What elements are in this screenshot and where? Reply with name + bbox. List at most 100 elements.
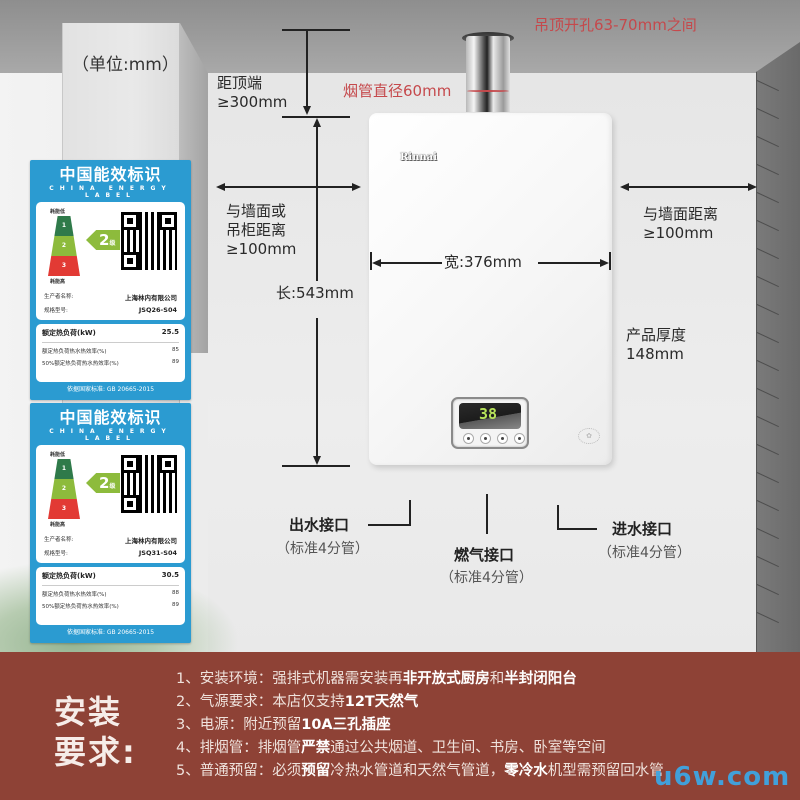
energy-label-1: 中国能效标识 CHINA ENERGY LABEL 耗能低 1 2 3 耗能高 … [30,160,191,400]
right-side-wall [756,42,800,652]
energy-label-specs: 额定热负荷(kW)30.5 额定热负荷热水热效率(%)88 50%额定热负荷热水… [36,567,185,625]
half-efficiency-row: 50%额定热负荷热水热效率(%) 89 [42,359,179,367]
req-text: 4、排烟管：排烟管 [176,740,302,756]
level-2: 2 [51,236,77,256]
left-clearance-line [224,186,352,188]
energy-label-2: 中国能效标识 CHINA ENERGY LABEL 耗能低 1 2 3 耗能高 … [30,403,191,643]
gas-inlet-sub: （标准4分管） [440,570,533,586]
req-bold: 非开放式厨房 [402,671,490,687]
arrow-right-icon [748,183,757,191]
req-text: 5、普通预留：必须 [176,763,302,779]
req-text: 通过公共烟道、卫生间、书房、卧室等空间 [330,740,606,756]
rated-load-value: 25.5 [161,328,179,336]
level-1: 1 [54,216,74,236]
down-button [497,433,508,444]
thickness-line2: 148mm [626,345,684,363]
temperature-display: 38 [459,403,521,429]
arrow-up-icon [313,118,321,127]
manufacturer-value: 上海林内有限公司 [125,294,177,302]
grade-indicator: 2级 [86,230,120,250]
up-button [480,433,491,444]
thickness-line1: 产品厚度 [626,326,687,344]
right-clearance-label: 与墙面距离 ≥100mm [643,205,718,243]
top-clearance-label: 距顶端 ≥300mm [217,74,287,112]
right-clearance-line [628,186,748,188]
grade-indicator: 2级 [86,473,120,493]
low-consumption-label: 耗能低 [50,209,66,215]
model-value: JSQ26-S04 [138,306,177,314]
requirements-list: 1、安装环境：强排式机器需安装再非开放式厨房和半封闭阳台 2、气源要求：本店仅支… [176,668,664,783]
left-clearance-label: 与墙面或 吊柜距离 ≥100mm [226,202,296,259]
req-bold: 10A三孔插座 [301,717,391,733]
dim-line [306,30,308,108]
efficiency-label: 额定热负荷热水热效率(%) [42,592,107,598]
dim-tick [609,252,611,270]
right-clearance-line2: ≥100mm [643,224,714,242]
flue-pipe [466,36,510,112]
req-bold: 预留 [301,763,331,779]
left-clearance-line3: ≥100mm [226,240,297,258]
installation-scene: （单位:mm） 吊顶开孔63-70mm之间 烟管直径60mm Rinnai 38… [0,0,800,652]
arrow-left-icon [216,183,225,191]
requirement-item: 5、普通预留：必须预留冷热水管道和天然气管道，零冷水机型需预留回水管 [176,760,664,783]
inlet-leader [557,528,597,530]
energy-label-standard: 依据国家标准: GB 20665-2015 [66,386,155,393]
gas-leader [486,494,488,534]
length-dim-line [316,318,318,458]
width-dim-line [538,262,601,264]
req-bold: 半封闭阳台 [504,671,577,687]
dim-line [282,116,350,118]
req-text: 冷热水管道和天然气管道， [330,763,505,779]
efficiency-value: 88 [172,590,179,596]
arrow-left-icon [620,183,629,191]
gas-inlet-title: 燃气接口 [454,546,515,564]
mode-button [514,433,525,444]
arrow-left-icon [372,259,381,267]
qr-code-icon [121,212,177,270]
manufacturer-row: 生产者名称:上海林内有限公司 [44,535,177,545]
left-clearance-line2: 吊柜距离 [226,221,287,239]
half-efficiency-label: 50%额定热负荷热水热效率(%) [42,604,119,610]
water-inlet-sub: （标准4分管） [598,545,691,561]
req-text: 机型需预留回水管 [547,763,664,779]
dim-line [282,29,350,31]
half-efficiency-label: 50%额定热负荷热水热效率(%) [42,361,119,367]
grade-unit: 级 [109,240,116,247]
installation-requirements: 安装 要求: 1、安装环境：强排式机器需安装再非开放式厨房和半封闭阳台 2、气源… [0,652,800,800]
pipe-diameter-note: 烟管直径60mm [343,82,452,100]
requirements-title: 安装 要求: [54,692,137,772]
arrow-down-icon [303,106,311,115]
req-bold: 严禁 [301,740,331,756]
top-clearance-line2: ≥300mm [217,93,288,111]
model-value: JSQ31-S04 [138,549,177,557]
efficiency-value: 85 [172,347,179,353]
width-label: 宽:376mm [444,253,522,271]
grade-pyramid: 1 2 3 [48,459,80,519]
pipe-diameter-marker [467,90,509,92]
requirements-title-line1: 安装 [54,693,123,731]
watermark: u6w.com [654,762,791,792]
manufacturer-row: 生产者名称: 上海林内有限公司 [44,292,177,302]
req-text: 和 [489,671,505,687]
power-button [463,433,474,444]
thickness-label: 产品厚度 148mm [626,326,686,364]
grade-value: 2 [99,474,110,492]
req-text: 3、电源：附近预留 [176,717,302,733]
efficiency-row: 额定热负荷热水热效率(%) 88 [42,590,179,598]
req-bold: 零冷水 [504,763,548,779]
model-row: 规格型号:JSQ26-S04 [44,306,177,314]
dim-tick [370,252,372,270]
req-bold: 12T天然气 [344,694,419,710]
qr-code-icon [121,455,177,513]
brand-logo: Rinnai [400,152,437,163]
rated-load-row: 额定热负荷(kW)25.5 [42,328,179,343]
requirement-item: 1、安装环境：强排式机器需安装再非开放式厨房和半封闭阳台 [176,668,664,691]
energy-label-title: 中国能效标识 [59,408,162,427]
level-2: 2 [51,479,77,499]
half-efficiency-value: 89 [172,359,179,365]
rated-load-value: 30.5 [161,571,179,579]
panel-buttons [463,433,525,444]
efficiency-row: 额定热负荷热水热效率(%)85 [42,347,179,355]
manufacturer-label: 生产者名称: [44,294,74,300]
outlet-leader [368,524,411,526]
